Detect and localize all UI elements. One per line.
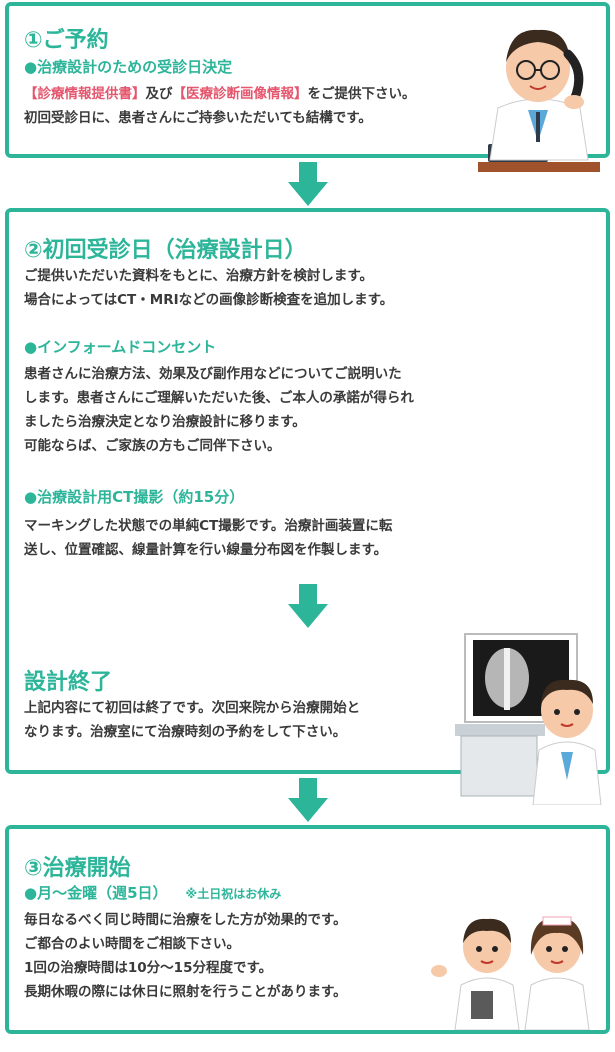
step3-body-3: 1回の治療時間は10分～15分程度です。 [24, 960, 273, 976]
schedule-line: ●月～金曜（週5日） ※土日祝はお休み [24, 882, 281, 903]
ct-body-1: マーキングした状態での単純CT撮影です。治療計画装置に転 [24, 518, 393, 534]
done-body-1: 上記内容にて初回は終了です。次回来院から治療開始と [24, 700, 361, 716]
step1-line1-end: をご提供下さい。 [307, 86, 416, 102]
informed-consent-title: ●インフォームドコンセント [24, 338, 217, 356]
ct-body-2: 送し、位置確認、線量計算を行い線量分布図を作製します。 [24, 542, 388, 558]
step3-box [5, 825, 610, 1034]
nurses-illustration [431, 916, 590, 1030]
doctor-phone-illustration [478, 29, 600, 172]
step3-title: ③治療開始 [24, 856, 131, 881]
imaging-info-label: 【医療診断画像情報】 [172, 86, 308, 102]
referral-doc-label: 【診療情報提供書】 [24, 86, 146, 102]
step1-line1: 【診療情報提供書】及び【医療診断画像情報】をご提供下さい。 [24, 82, 416, 106]
doctor-xray-illustration [455, 633, 602, 805]
schedule-days: ●月～金曜（週5日） [24, 884, 168, 902]
down-arrow-icon [288, 162, 328, 208]
step3-body-2: ご都合のよい時間をご相談下さい。 [24, 936, 240, 952]
ct-scan-title: ●治療設計用CT撮影（約15分） [24, 488, 245, 506]
ic-body-4: 可能ならば、ご家族の方もご同伴下さい。 [24, 438, 281, 454]
step1-line1-mid: 及び [145, 86, 173, 102]
ic-body-3: ましたら治療決定となり治療設計に移ります。 [24, 414, 306, 430]
design-complete-title: 設計終了 [24, 670, 113, 695]
step1-subtitle: ●治療設計のための受診日決定 [24, 58, 233, 76]
down-arrow-icon [288, 584, 328, 630]
step3-body-4: 長期休暇の際には休日に照射を行うことがあります。 [24, 984, 347, 1000]
ic-body-1: 患者さんに治療方法、効果及び副作用などについてご説明いた [24, 366, 402, 382]
done-body-2: なります。治療室にて治療時刻の予約をして下さい。 [24, 724, 347, 740]
ic-body-2: します。患者さんにご理解いただいた後、ご本人の承諾が得られ [24, 390, 414, 406]
down-arrow-icon [288, 778, 328, 824]
step1-title: ①ご予約 [24, 28, 109, 53]
step2-intro-2: 場合によってはCT・MRIなどの画像診断検査を追加します。 [24, 292, 394, 308]
step1-line2: 初回受診日に、患者さんにご持参いただいても結構です。 [24, 110, 372, 126]
step3-body-1: 毎日なるべく同じ時間に治療をした方が効果的です。 [24, 912, 347, 928]
step2-title: ②初回受診日（治療設計日） [24, 238, 307, 263]
holiday-note: ※土日祝はお休み [185, 887, 282, 901]
step2-intro-1: ご提供いただいた資料をもとに、治療方針を検討します。 [24, 268, 373, 284]
